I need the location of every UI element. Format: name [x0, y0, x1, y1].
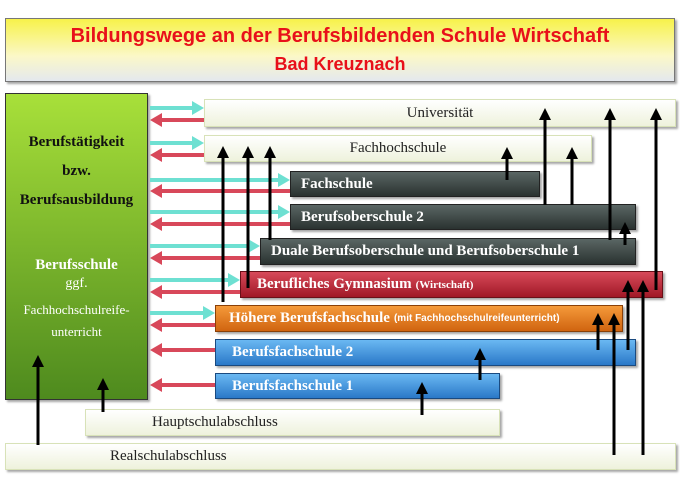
black-arrow-up-icon — [32, 355, 44, 445]
label-ggf: ggf. — [65, 276, 88, 291]
label-bos2: Berufsoberschule 2 — [301, 208, 424, 225]
cyan-arrow-right-icon — [150, 136, 204, 150]
black-arrow-up-icon — [97, 378, 109, 412]
label-berufstaetigkeit: Berufstätigkeit — [28, 134, 125, 150]
box-realschulabschluss: Realschulabschluss — [5, 443, 676, 470]
box-hoehere-bfs: Höhere Berufsfachschule(mit Fachhochschu… — [215, 305, 623, 332]
label-hbf-note: (mit Fachhochschulreifeunterricht) — [393, 313, 560, 324]
black-arrow-up-icon — [539, 108, 551, 205]
red-arrow-left-icon — [150, 378, 215, 392]
label-hauptschule: Hauptschulabschluss — [152, 414, 278, 430]
label-duale-bos1: Duale Berufsoberschule und Berufsobersch… — [271, 243, 580, 259]
black-arrow-up-icon — [637, 280, 649, 455]
label-fachhochschule: Fachhochschule — [349, 140, 447, 156]
black-arrow-up-icon — [619, 222, 631, 245]
label-fhr: Fachhochschulreife- — [23, 302, 130, 317]
black-arrow-up-icon — [416, 382, 428, 415]
label-berufsausbildung: Berufsausbildung — [19, 192, 134, 208]
black-arrow-up-icon — [242, 146, 254, 288]
box-duale-bos1: Duale Berufsoberschule und Berufsobersch… — [260, 238, 636, 265]
red-arrow-left-icon — [150, 148, 204, 162]
label-unterricht: unterricht — [51, 324, 102, 339]
red-arrow-left-icon — [150, 184, 290, 198]
box-bos2: Berufsoberschule 2 — [290, 204, 636, 230]
red-arrow-left-icon — [150, 113, 204, 127]
cyan-arrow-right-icon — [150, 173, 290, 187]
box-hauptschulabschluss: Hauptschulabschluss — [85, 409, 500, 436]
box-bfs1: Berufsfachschule 1 — [215, 373, 500, 399]
black-arrow-up-icon — [604, 108, 616, 240]
label-hbf: Höhere Berufsfachschule — [229, 310, 390, 326]
label-bg: Berufliches Gymnasium — [257, 276, 412, 292]
label-fachschule: Fachschule — [301, 175, 373, 192]
label-berufsschule: Berufsschule — [35, 257, 118, 273]
red-arrow-left-icon — [150, 217, 290, 231]
red-arrow-left-icon — [150, 251, 260, 265]
black-arrow-up-icon — [474, 348, 486, 380]
label-bfs1: Berufsfachschule 1 — [232, 377, 354, 394]
label-realschule: Realschulabschluss — [110, 448, 227, 464]
box-universitaet: Universität — [204, 99, 676, 127]
title-main: Bildungswege an der Berufsbildenden Schu… — [70, 25, 610, 47]
black-arrow-up-icon — [592, 313, 604, 350]
label-universitaet: Universität — [406, 104, 474, 121]
red-arrow-left-icon — [150, 318, 215, 332]
red-arrow-left-icon — [150, 343, 215, 357]
red-arrow-left-icon — [150, 285, 240, 299]
box-fachschule: Fachschule — [290, 171, 540, 197]
black-arrow-up-icon — [622, 280, 634, 350]
box-berufliches-gymnasium: Berufliches Gymnasium(Wirtschaft) — [240, 271, 663, 298]
black-arrow-up-icon — [264, 146, 276, 240]
cyan-arrow-right-icon — [150, 101, 204, 115]
label-bzw: bzw. — [62, 163, 91, 179]
label-bg-note: (Wirtschaft) — [415, 278, 474, 291]
cyan-arrow-right-icon — [150, 205, 290, 219]
title-location: Bad Kreuznach — [274, 54, 406, 74]
cyan-arrow-right-icon — [150, 239, 260, 253]
box-bfs2: Berufsfachschule 2 — [215, 339, 636, 366]
cyan-arrow-right-icon — [150, 306, 215, 320]
title-banner: Bildungswege an der Berufsbildenden Schu… — [5, 18, 675, 82]
black-arrow-up-icon — [217, 146, 229, 302]
black-arrow-up-icon — [501, 147, 513, 180]
black-arrow-up-icon — [650, 108, 662, 290]
berufstaetigkeit-box: Berufstätigkeit bzw. Berufsausbildung Be… — [5, 93, 148, 400]
black-arrow-up-icon — [566, 147, 578, 205]
black-arrow-up-icon — [608, 313, 620, 455]
cyan-arrow-right-icon — [150, 273, 240, 287]
label-bfs2: Berufsfachschule 2 — [232, 344, 354, 360]
